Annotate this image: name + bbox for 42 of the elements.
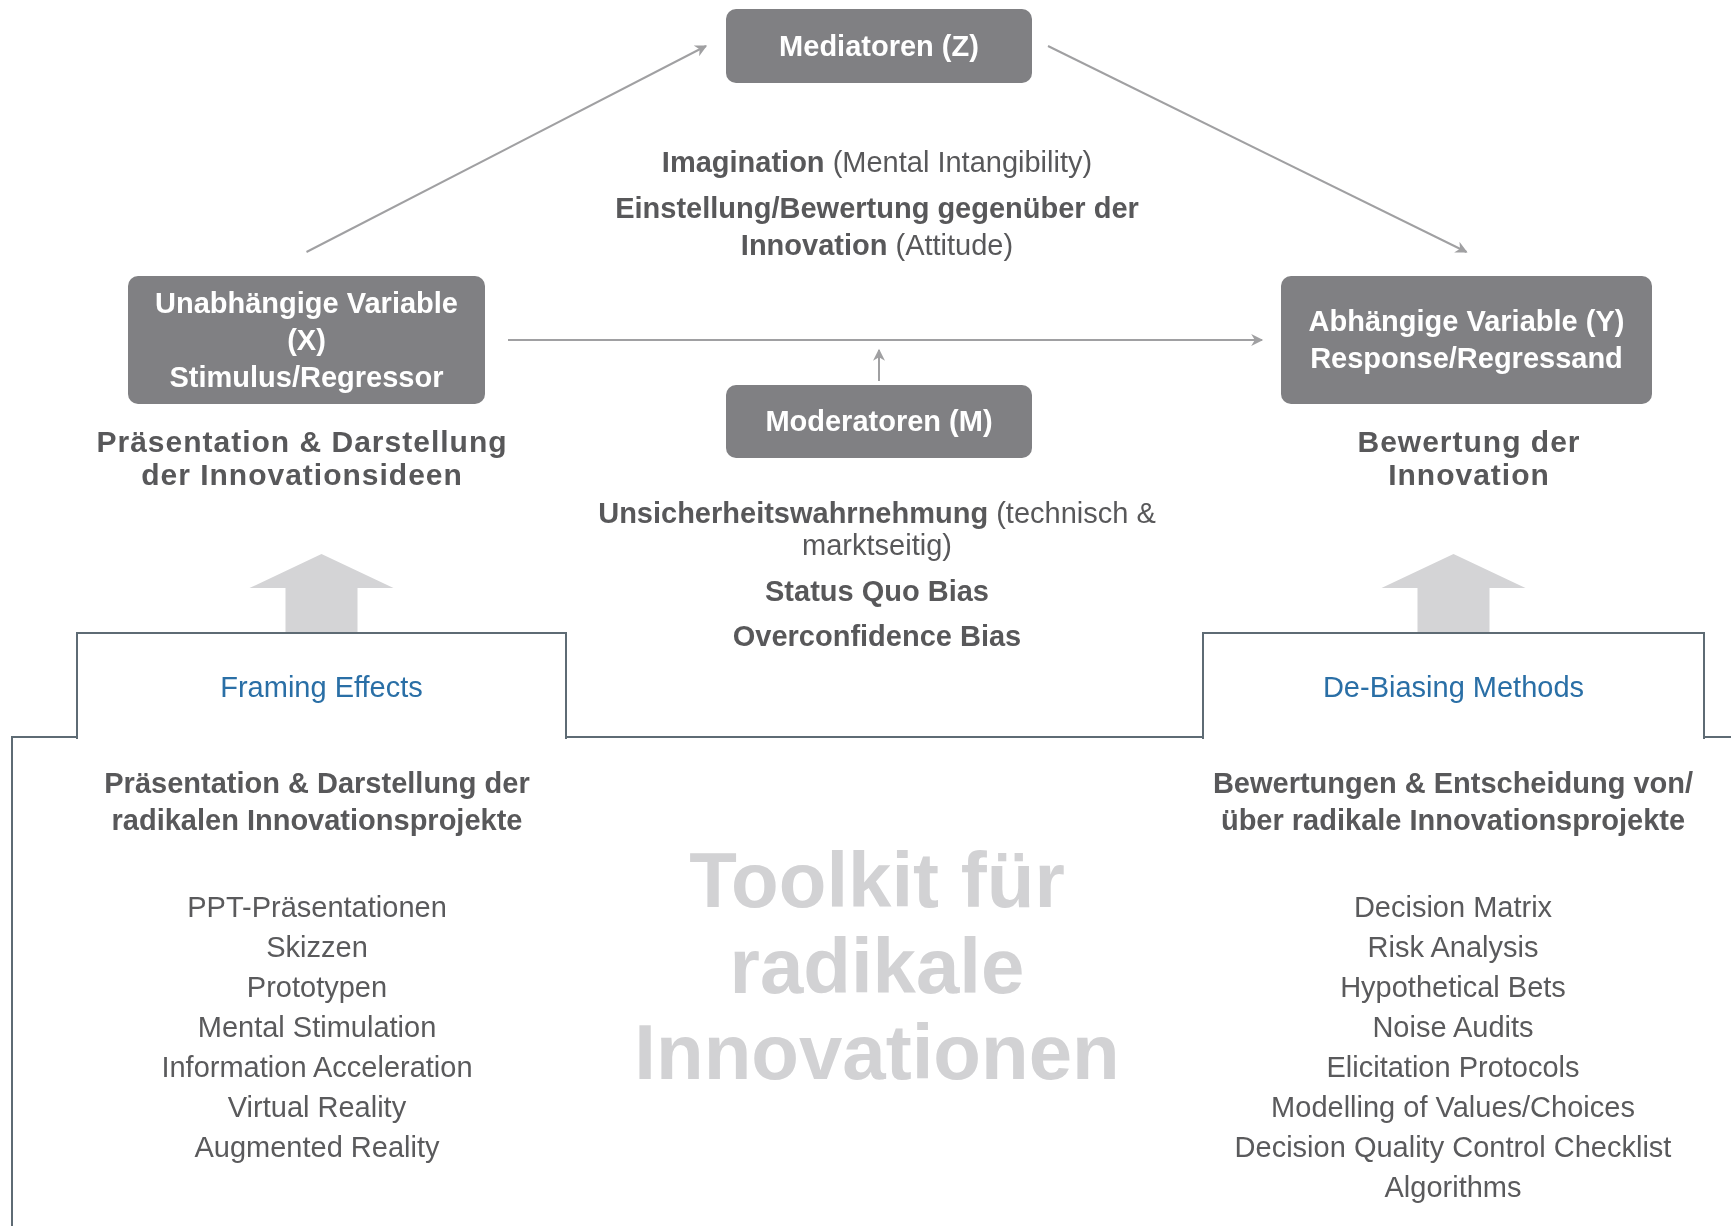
list-item: Skizzen <box>265 930 369 965</box>
moderator-text: Overconfidence Bias <box>731 619 1023 654</box>
box-label: Abhängige Variable (Y) <box>1308 304 1625 339</box>
list-item: Elicitation Protocols <box>1325 1050 1581 1085</box>
variable-box <box>726 9 1032 83</box>
tab-label: De-Biasing Methods <box>1202 632 1705 739</box>
list-item: Noise Audits <box>1371 1010 1535 1045</box>
list-item: Information Acceleration <box>160 1050 474 1085</box>
block-arrow <box>249 554 394 632</box>
box-label: Moderatoren (M) <box>765 404 993 439</box>
list-item: Hypothetical Bets <box>1339 970 1567 1005</box>
list-item: PPT-Präsentationen <box>186 890 448 925</box>
box-label: Stimulus/Regressor <box>169 359 444 395</box>
node-label: Bewertung der Innovation <box>1356 425 1582 491</box>
list-item: Prototypen <box>245 970 389 1005</box>
list-item: Modelling of Values/Choices <box>1270 1090 1636 1125</box>
list-item: Decision Matrix <box>1352 890 1554 925</box>
list-item: Risk Analysis <box>1366 930 1540 965</box>
mediator-text: Imagination (Mental Intangibility) <box>660 145 1094 180</box>
arrow <box>873 348 885 382</box>
list-item: Mental Stimulation <box>196 1010 438 1045</box>
list-item: Algorithms <box>1383 1170 1523 1205</box>
box-label: Unabhängige Variable (X) <box>154 285 459 358</box>
arrow <box>1047 45 1468 253</box>
variable-box <box>1281 276 1652 404</box>
list-item: Decision Quality Control Checklist <box>1233 1130 1673 1165</box>
block-arrow <box>1381 554 1526 632</box>
variable-box <box>128 276 485 404</box>
arrow <box>507 334 1264 346</box>
mediator-text: Einstellung/Bewertung gegenüber der Innovation (Attitude) <box>614 191 1140 263</box>
column-heading: Bewertungen & Entscheidung von/ über radikale Innovationsprojekte <box>1211 766 1695 838</box>
box-label: Response/Regressand <box>1310 341 1623 376</box>
box-label: Mediatoren (Z) <box>779 28 979 64</box>
variable-box <box>726 385 1032 458</box>
arrow <box>305 45 708 253</box>
tab-label: Framing Effects <box>76 632 567 739</box>
column-heading: Präsentation & Darstellung der radikalen Innovationsprojekte <box>103 766 531 838</box>
list-item: Augmented Reality <box>193 1130 441 1165</box>
moderator-text: Unsicherheitswahrnehmung (technisch & marktseitig) <box>597 497 1157 561</box>
list-item: Virtual Reality <box>226 1090 408 1125</box>
node-label: Präsentation & Darstellung der Innovationsideen <box>95 425 509 491</box>
moderator-text: Status Quo Bias <box>764 574 990 609</box>
